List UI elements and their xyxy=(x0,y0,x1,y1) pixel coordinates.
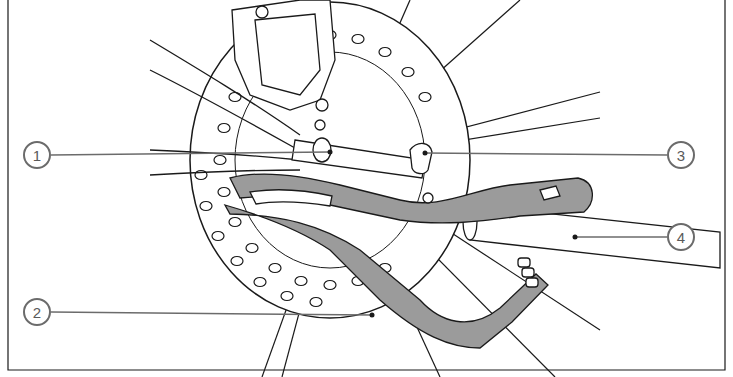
callout-number: 3 xyxy=(677,148,685,163)
brake-caliper xyxy=(232,0,335,130)
callout-circle: 1 xyxy=(23,141,51,169)
leader-dots xyxy=(328,150,578,318)
frame-border xyxy=(8,0,725,370)
callout-circle: 2 xyxy=(23,298,51,326)
callout-circle: 3 xyxy=(667,141,695,169)
axle-skewer xyxy=(292,138,432,178)
hitch-strap xyxy=(225,174,592,348)
callout-number: 2 xyxy=(33,305,41,320)
callout-number: 1 xyxy=(33,148,41,163)
callout-circle: 4 xyxy=(667,223,695,251)
callout-number: 4 xyxy=(677,230,685,245)
leader-lines xyxy=(51,152,667,315)
